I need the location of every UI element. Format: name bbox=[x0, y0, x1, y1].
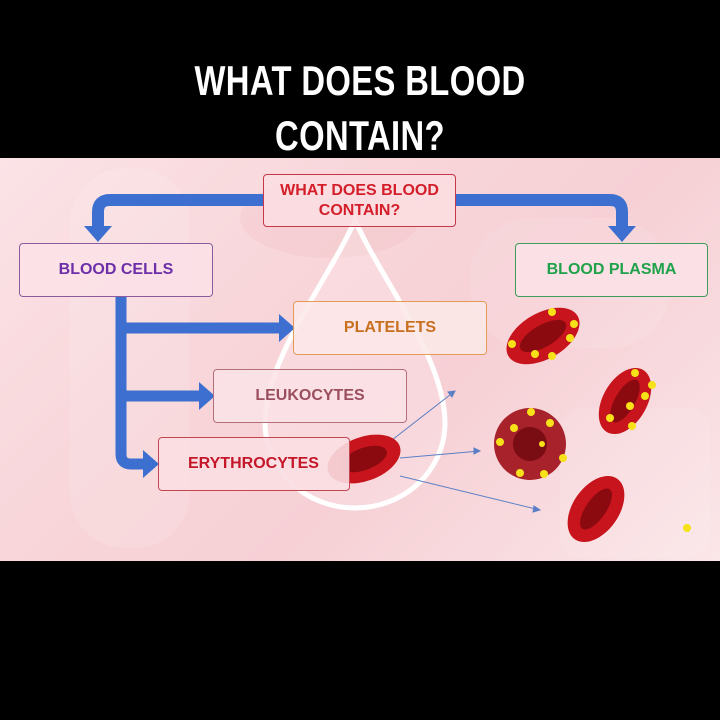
platelets-label: PLATELETS bbox=[343, 319, 437, 337]
blood-plasma-box: BLOOD PLASMA bbox=[515, 243, 708, 297]
arrow-root-to-cells bbox=[92, 194, 263, 228]
arrow-root-to-plasma bbox=[456, 194, 628, 228]
red-blood-cell-icon bbox=[567, 475, 625, 543]
arrow-cells-trunk bbox=[115, 297, 145, 470]
platelet-dot-icon bbox=[683, 524, 691, 532]
blood-plasma-label: BLOOD PLASMA bbox=[546, 261, 677, 279]
leukocytes-box: LEUKOCYTES bbox=[213, 369, 407, 423]
erythrocytes-label: ERYTHROCYTES bbox=[188, 455, 319, 473]
pointer-lines bbox=[391, 390, 542, 513]
page-title-line-1: WHAT DOES BLOOD bbox=[194, 57, 526, 104]
erythrocytes-box: ERYTHROCYTES bbox=[158, 437, 350, 491]
white-blood-cell-icon bbox=[494, 408, 567, 480]
page-title-line-2: CONTAIN? bbox=[275, 112, 445, 159]
blood-cells-box: BLOOD CELLS bbox=[19, 243, 213, 297]
red-blood-cell-icon bbox=[506, 307, 580, 365]
root-label-line-2: CONTAIN? bbox=[318, 201, 401, 219]
blood-cells-label: BLOOD CELLS bbox=[58, 261, 174, 279]
platelet-dot-icon bbox=[508, 308, 578, 360]
leukocytes-label: LEUKOCYTES bbox=[255, 387, 365, 405]
root-label-line-1: WHAT DOES BLOOD bbox=[280, 182, 439, 200]
platelets-box: PLATELETS bbox=[293, 301, 487, 355]
arrows bbox=[84, 194, 636, 478]
platelet-dot-icon bbox=[606, 369, 656, 430]
